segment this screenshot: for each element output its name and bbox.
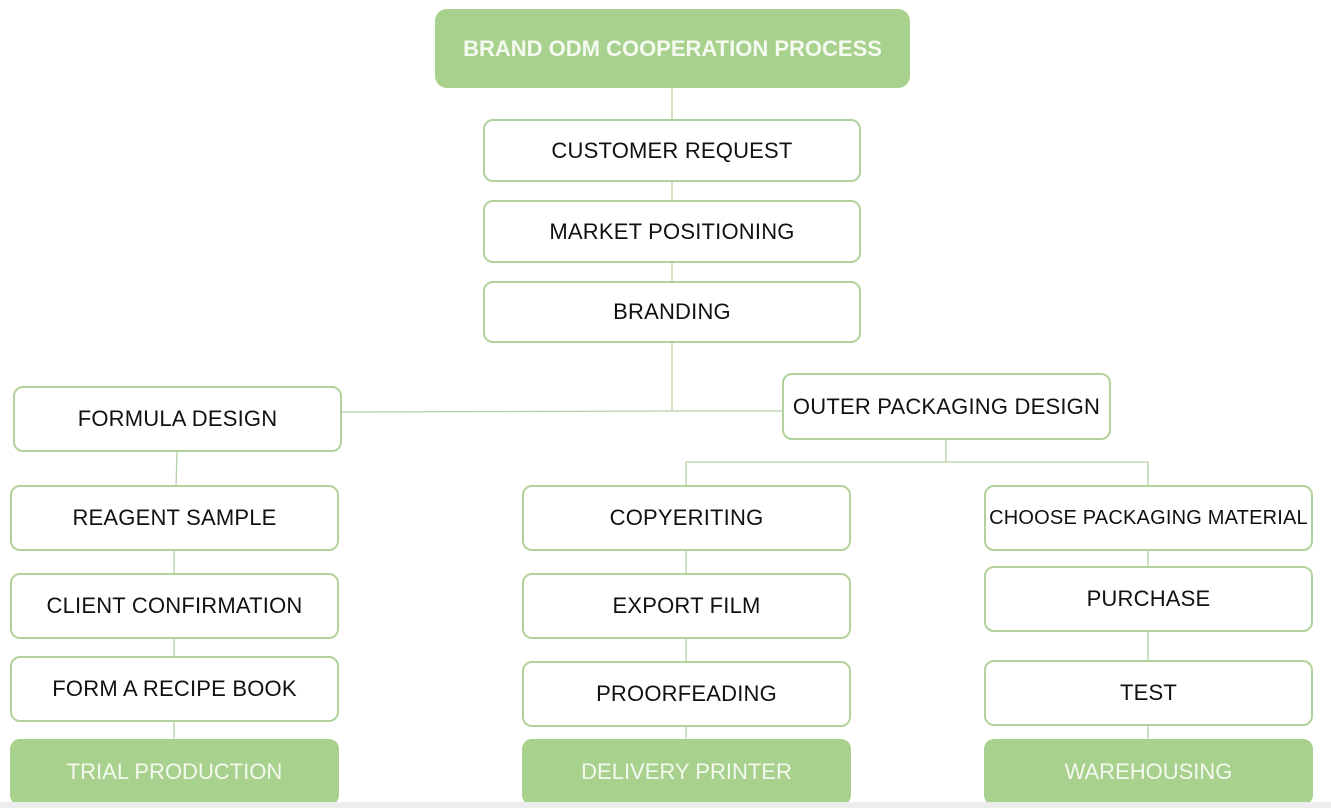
node-warehousing: WAREHOUSING (984, 739, 1313, 805)
node-test: TEST (984, 660, 1313, 726)
node-proofreading: PROORFEADING (522, 661, 851, 727)
node-reagent-sample: REAGENT SAMPLE (10, 485, 339, 551)
node-formula-design: FORMULA DESIGN (13, 386, 342, 452)
node-export-film: EXPORT FILM (522, 573, 851, 639)
node-choose-packaging-material: CHOOSE PACKAGING MATERIAL (984, 485, 1313, 551)
node-branding: BRANDING (483, 281, 861, 343)
bottom-edge-strip (0, 802, 1331, 808)
node-outer-packaging-design: OUTER PACKAGING DESIGN (782, 373, 1111, 440)
connector-formula-to-reagent (175, 451, 178, 487)
node-client-confirmation: CLIENT CONFIRMATION (10, 573, 339, 639)
diagram-title: BRAND ODM COOPERATION PROCESS (435, 9, 910, 88)
node-form-a-recipe-book: FORM A RECIPE BOOK (10, 656, 339, 722)
node-market-positioning: MARKET POSITIONING (483, 200, 861, 263)
connector-split-to-formula-design (340, 410, 673, 413)
node-trial-production: TRIAL PRODUCTION (10, 739, 339, 805)
node-purchase: PURCHASE (984, 566, 1313, 632)
node-delivery-printer: DELIVERY PRINTER (522, 739, 851, 805)
node-customer-request: CUSTOMER REQUEST (483, 119, 861, 182)
node-copywriting: COPYERITING (522, 485, 851, 551)
